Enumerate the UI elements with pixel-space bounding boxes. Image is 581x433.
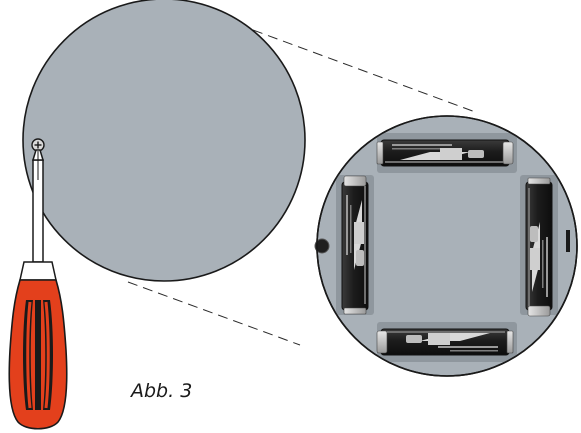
figure-caption: Abb. 3 — [131, 380, 193, 402]
battery-top — [376, 139, 514, 167]
screw-hole-icon — [314, 238, 330, 254]
zoom-guide-lines — [127, 29, 479, 346]
battery-cover-closed — [22, 0, 306, 282]
screw-icon — [31, 138, 45, 152]
battery-right — [525, 177, 553, 317]
battery-left — [341, 175, 369, 315]
battery-bottom — [376, 328, 514, 356]
screwdriver-icon — [8, 149, 68, 430]
latch-slot — [566, 230, 570, 252]
